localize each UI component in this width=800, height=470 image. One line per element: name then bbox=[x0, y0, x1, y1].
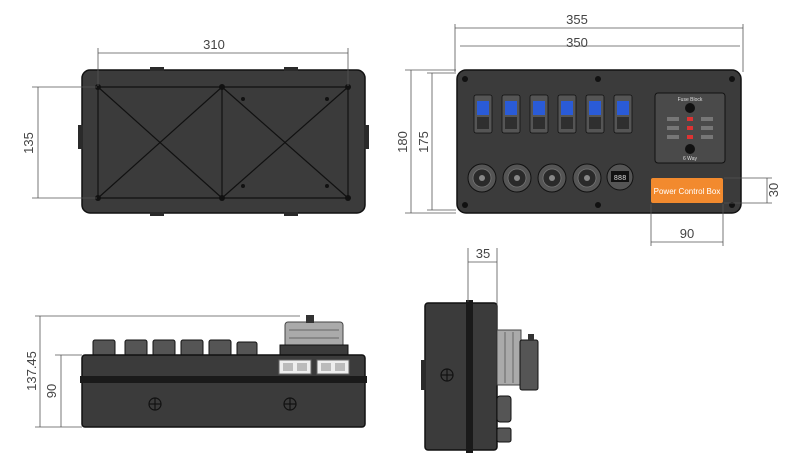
side-total-height-dimension bbox=[35, 315, 300, 428]
top-width-label: 310 bbox=[203, 37, 225, 52]
side-total-height-label: 137.45 bbox=[24, 351, 39, 391]
top-view: 310 135 bbox=[21, 37, 369, 216]
label-width-dimension bbox=[650, 204, 724, 246]
voltmeter: 888 bbox=[606, 163, 634, 191]
top-height-label: 135 bbox=[21, 132, 36, 154]
rocker-switch[interactable] bbox=[529, 94, 549, 134]
end-view-mount-hole bbox=[440, 368, 454, 382]
front-outer-width-dimension bbox=[454, 24, 744, 72]
end-view-lip bbox=[421, 360, 426, 390]
fuse-leds bbox=[687, 117, 693, 139]
top-view-mount-points bbox=[95, 84, 351, 201]
side-view-mount-holes bbox=[148, 397, 297, 411]
socket[interactable] bbox=[537, 163, 567, 193]
power-control-box-label-plate bbox=[651, 178, 723, 203]
socket[interactable] bbox=[467, 163, 497, 193]
top-width-dimension bbox=[97, 48, 349, 86]
side-body-height-label: 90 bbox=[44, 384, 59, 398]
end-view-connector bbox=[496, 395, 512, 443]
end-depth-dimension bbox=[467, 248, 498, 330]
fuse-block: Fuse Block 6 Way bbox=[654, 92, 726, 164]
front-inner-width-label: 350 bbox=[566, 35, 588, 50]
label-height-label: 30 bbox=[766, 183, 781, 197]
rocker-switch[interactable] bbox=[501, 94, 521, 134]
top-view-tab-left bbox=[78, 125, 83, 149]
end-view-fuse-block bbox=[496, 329, 539, 391]
power-control-box-label: Power Control Box bbox=[654, 187, 721, 196]
end-view: 35 bbox=[421, 246, 539, 453]
anderson-connectors bbox=[278, 359, 350, 375]
end-view-body bbox=[424, 302, 498, 451]
front-outer-width-label: 355 bbox=[566, 12, 588, 27]
top-view-tab-right bbox=[364, 125, 369, 149]
rocker-switch[interactable] bbox=[557, 94, 577, 134]
top-view-tab-bottom bbox=[150, 212, 164, 216]
front-view: 888 Fuse Block 6 Way Power Control Box bbox=[395, 12, 781, 246]
front-outer-height-label: 180 bbox=[395, 131, 410, 153]
front-inner-height-dimension bbox=[427, 72, 456, 211]
rocker-switch-row bbox=[473, 94, 633, 134]
top-view-body bbox=[81, 69, 366, 214]
socket[interactable] bbox=[572, 163, 602, 193]
side-body-height-dimension bbox=[55, 354, 82, 427]
front-outer-height-dimension bbox=[405, 69, 456, 214]
side-view-connectors bbox=[92, 339, 258, 357]
side-view-fuse-block bbox=[279, 315, 349, 356]
front-panel-screws bbox=[462, 76, 735, 208]
rocker-switch[interactable] bbox=[585, 94, 605, 134]
top-view-tab-top-2 bbox=[284, 67, 298, 71]
end-depth-label: 35 bbox=[476, 246, 490, 261]
socket-row bbox=[467, 163, 602, 193]
side-view-band bbox=[80, 376, 367, 383]
rocker-switch[interactable] bbox=[473, 94, 493, 134]
fuse-block-top-text: Fuse Block bbox=[678, 97, 703, 103]
top-view-tab-bottom-2 bbox=[284, 212, 298, 216]
end-view-band bbox=[466, 300, 473, 453]
voltmeter-reading: 888 bbox=[614, 175, 627, 183]
fuse-block-bottom-text: 6 Way bbox=[683, 156, 697, 162]
socket[interactable] bbox=[502, 163, 532, 193]
top-view-tab-top bbox=[150, 67, 164, 71]
fuse-slots bbox=[667, 117, 713, 139]
top-height-dimension bbox=[32, 86, 97, 199]
label-height-dimension bbox=[724, 177, 772, 204]
rocker-switch[interactable] bbox=[613, 94, 633, 134]
label-width-label: 90 bbox=[680, 226, 694, 241]
side-view: 137.45 90 bbox=[24, 315, 367, 428]
front-inner-height-label: 175 bbox=[416, 131, 431, 153]
